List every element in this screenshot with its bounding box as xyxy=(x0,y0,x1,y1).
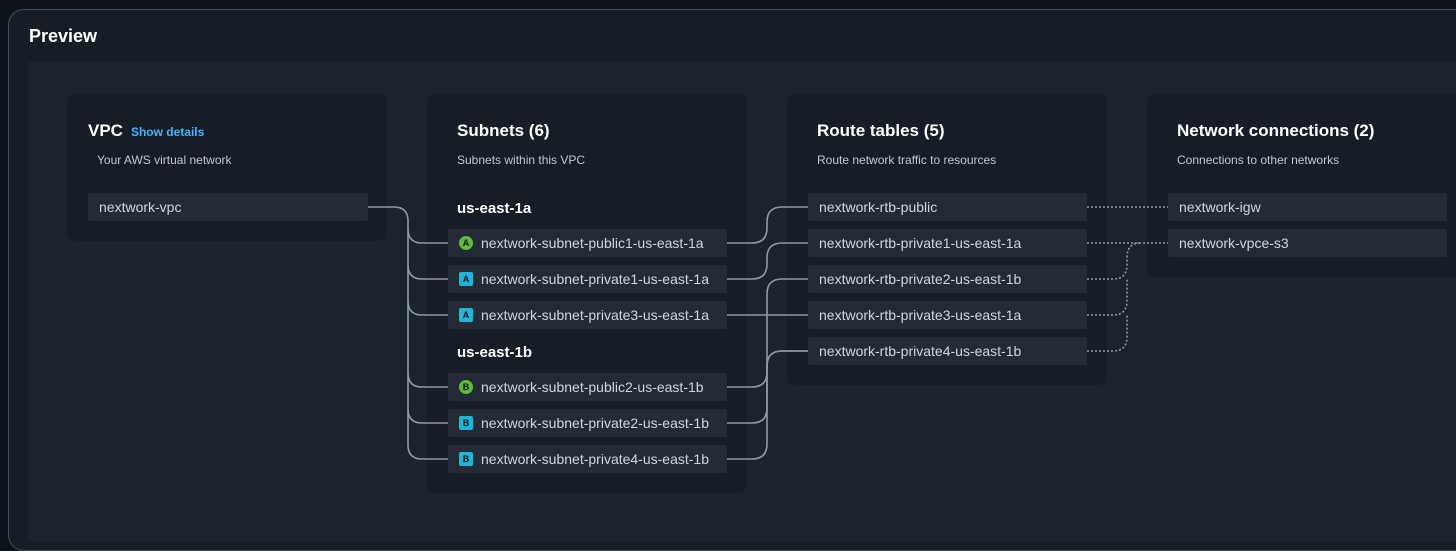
subnet-label: nextwork-subnet-private2-us-east-1b xyxy=(481,415,709,431)
network-connection-node[interactable]: nextwork-igw xyxy=(1168,193,1447,221)
private-subnet-badge-icon: A xyxy=(459,308,473,322)
private-subnet-badge-icon: B xyxy=(459,416,473,430)
network-connections-title: Network connections (2) xyxy=(1177,121,1375,140)
subnets-subtitle: Subnets within this VPC xyxy=(457,153,586,167)
vpc-title-text: VPC xyxy=(88,121,123,140)
subnet-label: nextwork-subnet-private4-us-east-1b xyxy=(481,451,709,467)
subnet-node[interactable]: A nextwork-subnet-private1-us-east-1a xyxy=(448,265,727,293)
route-table-node[interactable]: nextwork-rtb-private1-us-east-1a xyxy=(808,229,1087,257)
az-group-label: us-east-1a xyxy=(457,200,532,217)
network-connections-subtitle: Connections to other networks xyxy=(1177,153,1340,167)
az-group-label: us-east-1b xyxy=(457,344,533,361)
route-tables-title: Route tables (5) xyxy=(817,121,945,140)
network-connection-node[interactable]: nextwork-vpce-s3 xyxy=(1168,229,1447,257)
subnet-label: nextwork-subnet-private1-us-east-1a xyxy=(481,271,709,287)
preview-title: Preview xyxy=(29,26,98,46)
subnet-node[interactable]: A nextwork-subnet-public1-us-east-1a xyxy=(448,229,727,257)
subnet-node[interactable]: B nextwork-subnet-public2-us-east-1b xyxy=(448,373,727,401)
private-subnet-badge-icon: A xyxy=(459,272,473,286)
show-details-link[interactable]: Show details xyxy=(130,125,205,139)
route-table-node[interactable]: nextwork-rtb-private4-us-east-1b xyxy=(808,337,1087,365)
subnet-node[interactable]: A nextwork-subnet-private3-us-east-1a xyxy=(448,301,727,329)
vpc-title: VPC Show details xyxy=(88,121,204,141)
vpc-node[interactable]: nextwork-vpc xyxy=(88,193,368,221)
route-table-node[interactable]: nextwork-rtb-private2-us-east-1b xyxy=(808,265,1087,293)
route-table-node[interactable]: nextwork-rtb-public xyxy=(808,193,1087,221)
public-subnet-badge-icon: A xyxy=(459,236,473,250)
subnets-title: Subnets (6) xyxy=(457,121,550,140)
subnet-label: nextwork-subnet-public1-us-east-1a xyxy=(481,235,704,251)
route-tables-subtitle: Route network traffic to resources xyxy=(817,153,997,167)
subnet-label: nextwork-subnet-public2-us-east-1b xyxy=(481,379,704,395)
subnet-node[interactable]: B nextwork-subnet-private4-us-east-1b xyxy=(448,445,727,473)
vpc-subtitle: Your AWS virtual network xyxy=(97,153,232,167)
subnet-node[interactable]: B nextwork-subnet-private2-us-east-1b xyxy=(448,409,727,437)
private-subnet-badge-icon: B xyxy=(459,452,473,466)
public-subnet-badge-icon: B xyxy=(459,380,473,394)
subnet-label: nextwork-subnet-private3-us-east-1a xyxy=(481,307,709,323)
route-table-node[interactable]: nextwork-rtb-private3-us-east-1a xyxy=(808,301,1087,329)
